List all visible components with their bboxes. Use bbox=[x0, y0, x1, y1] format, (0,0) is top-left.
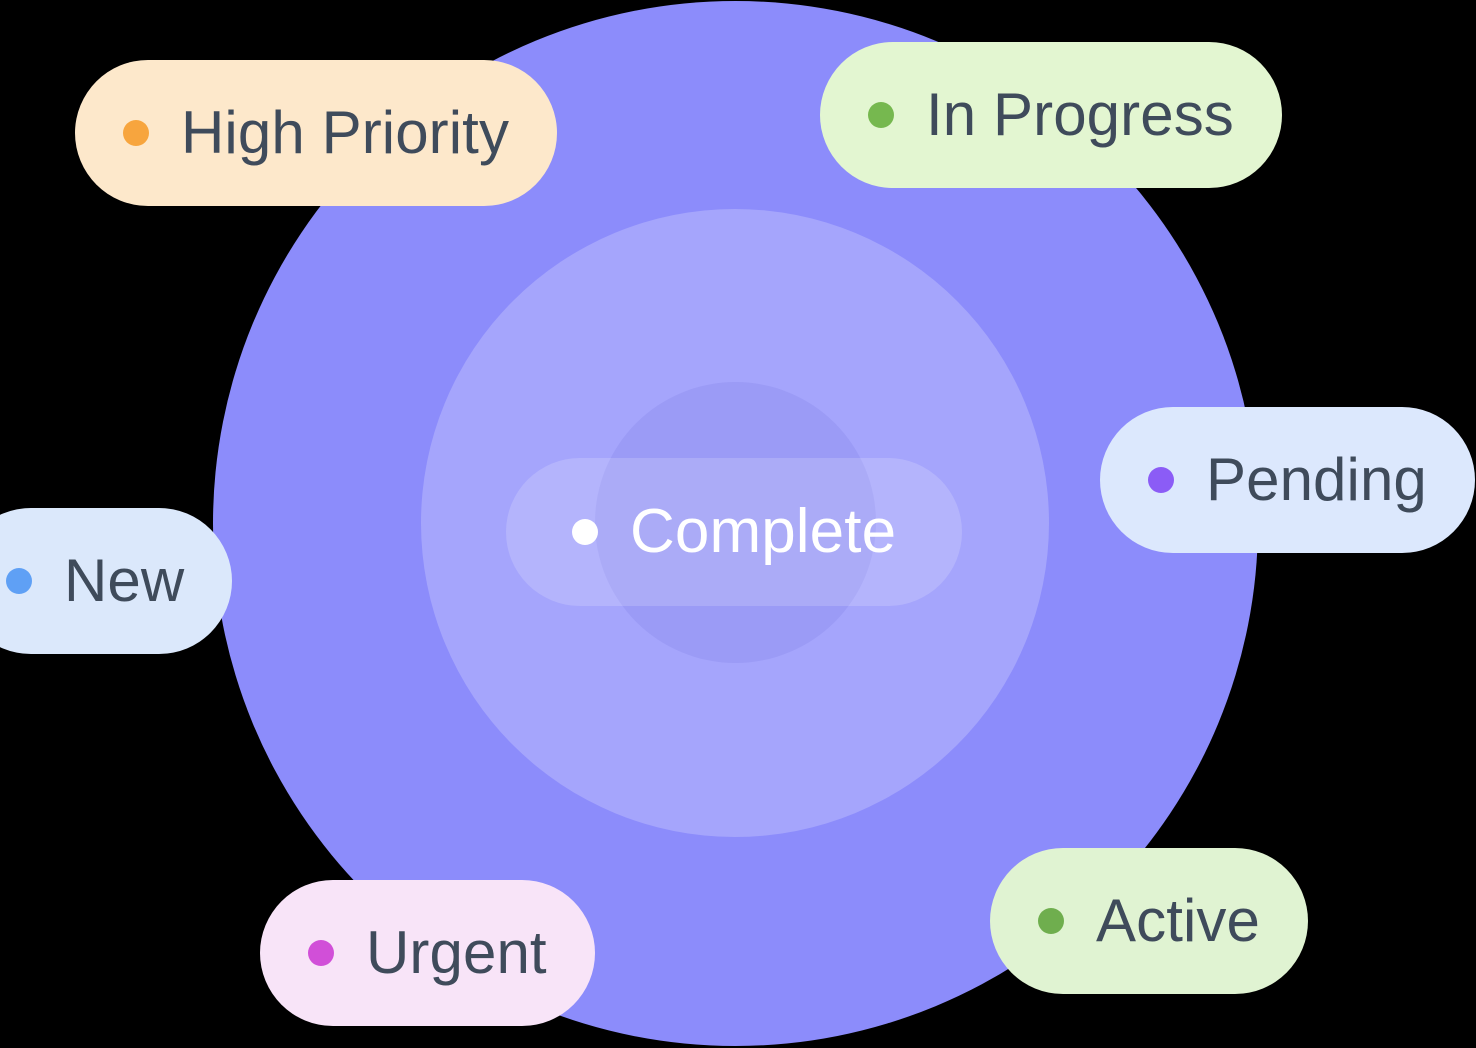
status-dot-icon bbox=[308, 940, 334, 966]
tag-label: Complete bbox=[630, 497, 897, 566]
tag-label: Active bbox=[1096, 887, 1260, 954]
tag-label: New bbox=[64, 547, 185, 614]
tag-high-priority[interactable]: High Priority bbox=[75, 60, 558, 206]
tag-active[interactable]: Active bbox=[990, 848, 1308, 994]
status-dot-icon bbox=[1148, 467, 1174, 493]
status-dot-icon bbox=[1038, 908, 1064, 934]
status-dot-icon bbox=[123, 120, 149, 146]
tag-complete[interactable]: Complete bbox=[506, 458, 963, 606]
inner-ring bbox=[595, 382, 876, 663]
tag-in-progress[interactable]: In Progress bbox=[820, 42, 1282, 188]
tag-pending[interactable]: Pending bbox=[1100, 407, 1475, 553]
status-dot-icon bbox=[868, 102, 894, 128]
tag-new[interactable]: New bbox=[0, 508, 233, 654]
tag-urgent[interactable]: Urgent bbox=[260, 880, 595, 1026]
tag-label: Pending bbox=[1206, 446, 1427, 513]
tag-label: Urgent bbox=[366, 919, 547, 986]
status-dot-icon bbox=[572, 519, 598, 545]
status-dot-icon bbox=[6, 568, 32, 594]
tag-label: In Progress bbox=[926, 81, 1234, 148]
tag-label: High Priority bbox=[181, 99, 510, 166]
